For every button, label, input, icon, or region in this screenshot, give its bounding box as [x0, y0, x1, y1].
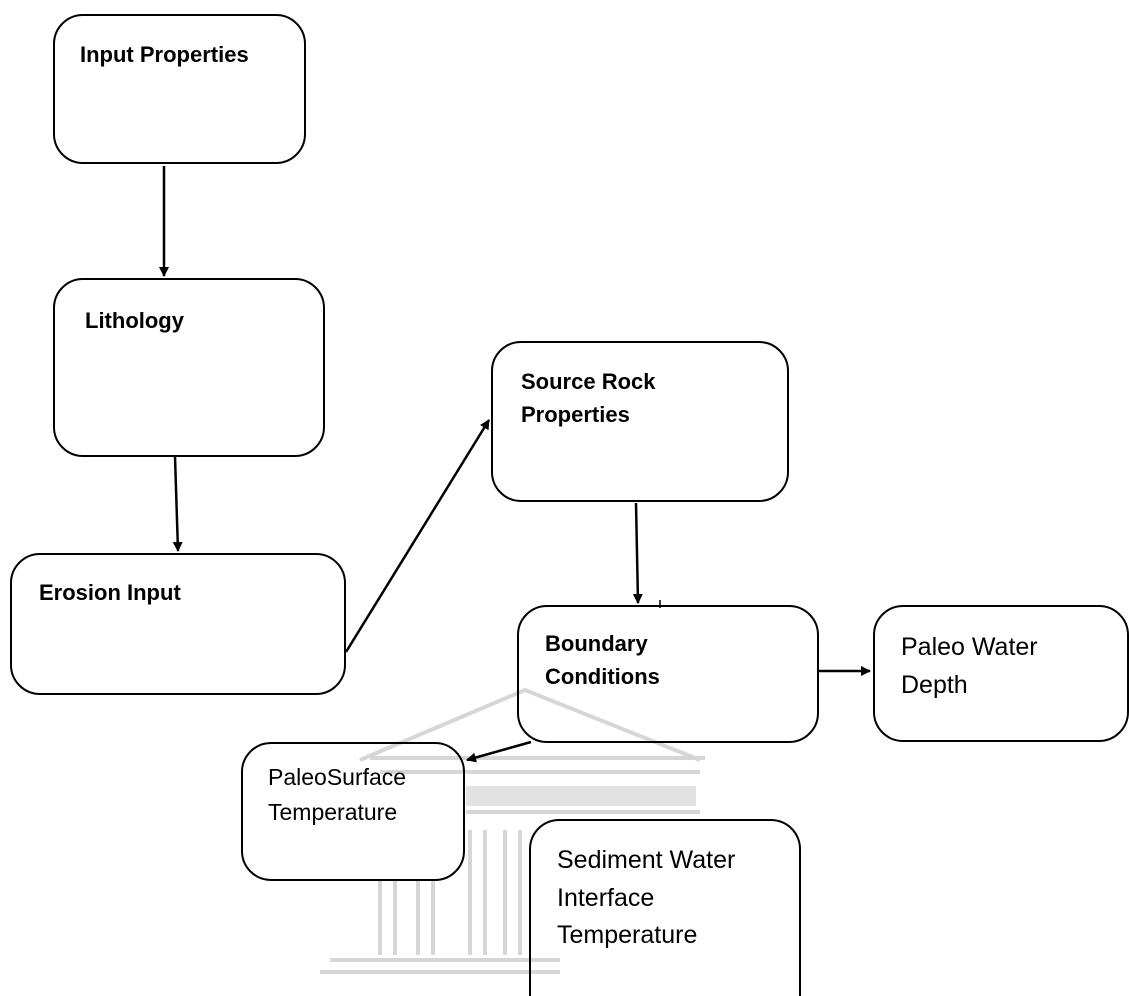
arrow-source-to-boundary — [632, 502, 643, 604]
node-source-rock-properties: Source Rock Properties — [491, 341, 789, 502]
arrow-boundary-to-paleosurface — [466, 740, 532, 763]
node-erosion-input: Erosion Input — [10, 553, 346, 695]
node-label: Erosion Input — [39, 580, 181, 605]
node-input-properties: Input Properties — [53, 14, 306, 164]
node-label: PaleoSurface Temperature — [268, 764, 407, 825]
arrow-lithology-to-erosion — [172, 456, 183, 552]
node-label: Lithology — [85, 308, 184, 333]
node-paleo-water-depth: Paleo Water Depth — [873, 605, 1129, 742]
node-sediment-water-interface-temperature: Sediment Water Interface Temperature — [529, 819, 801, 996]
node-label: Paleo Water Depth — [901, 633, 1038, 699]
node-label: Boundary Conditions — [545, 631, 660, 689]
node-paleosurface-temperature: PaleoSurface Temperature — [241, 742, 465, 881]
node-boundary-conditions: Boundary Conditions — [517, 605, 819, 743]
node-lithology: Lithology — [53, 278, 325, 457]
arrow-erosion-to-source — [344, 419, 491, 653]
node-label: Sediment Water Interface Temperature — [557, 846, 736, 949]
node-label: Source Rock Properties — [521, 369, 656, 427]
node-label: Input Properties — [80, 42, 249, 67]
